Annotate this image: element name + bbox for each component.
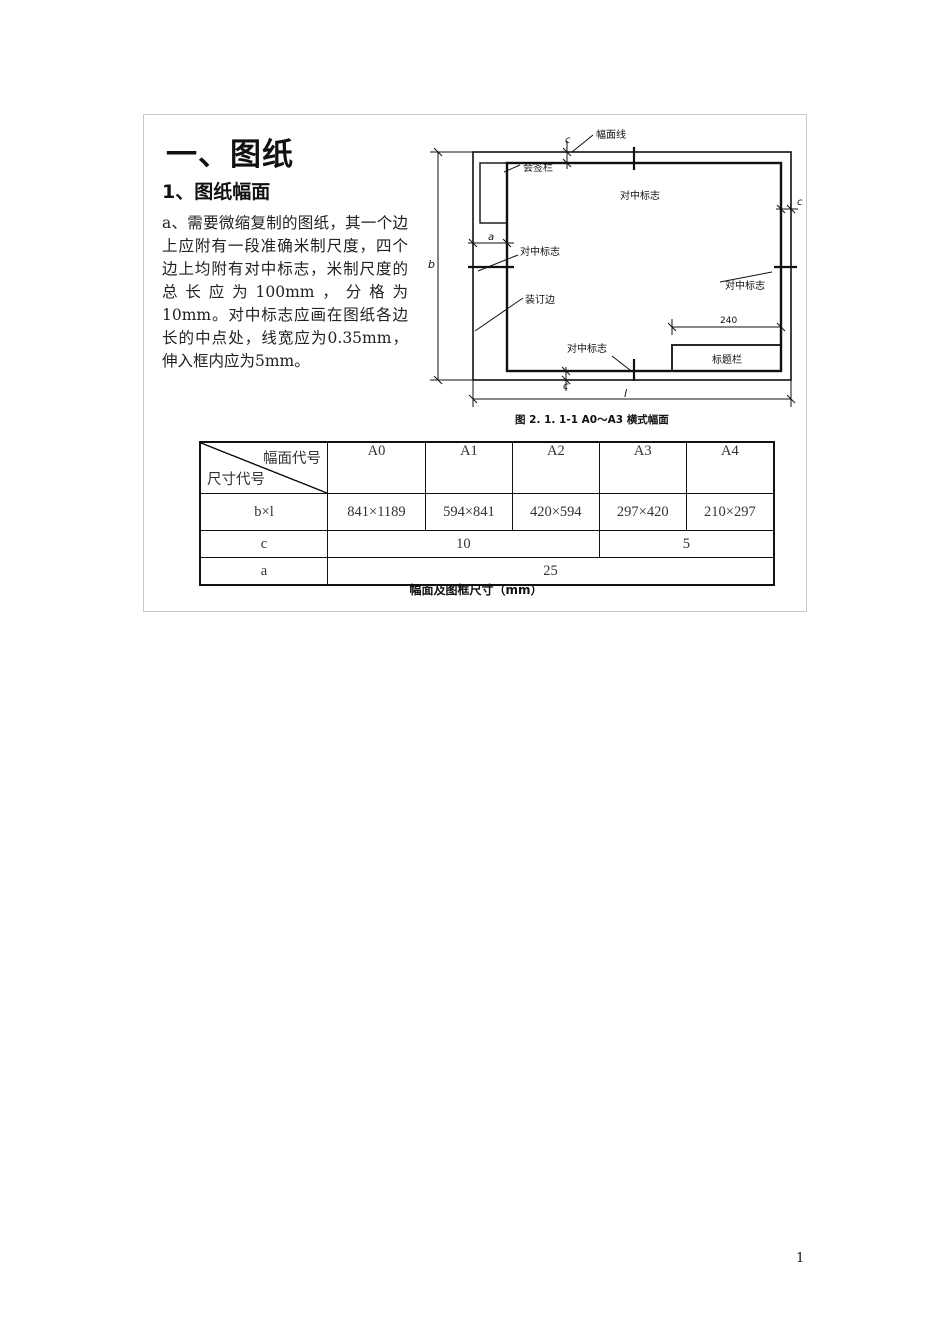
diagram-caption: 图 2. 1. 1-1 A0～A3 横式幅面 — [515, 413, 669, 426]
label-center-mark-right: 对中标志 — [725, 279, 765, 292]
table-caption: 幅面及图框尺寸（mm） — [409, 583, 543, 597]
header-a1: A1 — [424, 441, 513, 494]
cell-bxl-a4: 210×297 — [685, 493, 775, 531]
section-subtitle: 1、图纸幅面 — [162, 181, 271, 203]
corner-top-label: 幅面代号 — [263, 451, 321, 467]
slide: 一、图纸 1、图纸幅面 a、需要微缩复制的图纸，其一个边上应附有一段准确米制尺度… — [143, 114, 807, 612]
dim-l: l — [624, 387, 627, 400]
label-title-block: 标题栏 — [712, 353, 742, 366]
page-title: 一、图纸 — [166, 137, 294, 173]
cell-bxl-a0: 841×1189 — [327, 493, 426, 531]
cell-bxl-a1: 594×841 — [424, 493, 513, 531]
title-block-box — [671, 344, 782, 372]
label-center-mark-top: 对中标志 — [620, 189, 660, 202]
corner-bottom-label: 尺寸代号 — [207, 472, 265, 488]
countersign-box — [479, 162, 508, 224]
row-label-c: c — [199, 530, 328, 558]
label-center-mark-bottom: 对中标志 — [567, 342, 607, 355]
page-number: 1 — [796, 1251, 805, 1266]
label-binding-edge: 装订边 — [525, 293, 555, 306]
dim-c-bottom: c — [563, 381, 569, 392]
body-text: a、需要微缩复制的图纸，其一个边上应附有一段准确米制尺度，四个边上均附有对中标志… — [162, 214, 408, 370]
size-table: 幅面代号 尺寸代号 A0 A1 A2 A3 A4 b×l 841×1189 59… — [199, 441, 775, 586]
table-row: c 10 5 — [199, 530, 775, 558]
dim-c-right: c — [797, 197, 803, 208]
header-a4: A4 — [685, 441, 775, 494]
dim-b: b — [428, 258, 435, 271]
header-a3: A3 — [598, 441, 687, 494]
cell-c-a3-a4: 5 — [598, 530, 775, 558]
dim-a: a — [488, 232, 494, 243]
cell-bxl-a2: 420×594 — [511, 493, 600, 531]
label-countersign: 会签栏 — [523, 161, 553, 174]
cell-a-all: 25 — [327, 557, 775, 586]
table-corner-cell: 幅面代号 尺寸代号 — [199, 441, 328, 494]
label-border-line: 幅面线 — [596, 128, 626, 141]
cell-c-a0-a2: 10 — [327, 530, 600, 558]
sheet-layout-diagram: 幅面线 会签栏 对中标志 对中标志 对中标志 装订边 对中标志 标题栏 240 … — [428, 128, 803, 426]
row-label-a: a — [199, 557, 328, 586]
table-row: b×l 841×1189 594×841 420×594 297×420 210… — [199, 493, 775, 531]
label-center-mark-left: 对中标志 — [520, 245, 560, 258]
cell-bxl-a3: 297×420 — [598, 493, 687, 531]
table-row: a 25 — [199, 557, 775, 586]
header-a0: A0 — [327, 441, 426, 494]
row-label-bxl: b×l — [199, 493, 328, 531]
header-a2: A2 — [511, 441, 600, 494]
dim-c-top: c — [565, 135, 571, 146]
dim-240: 240 — [720, 316, 737, 326]
